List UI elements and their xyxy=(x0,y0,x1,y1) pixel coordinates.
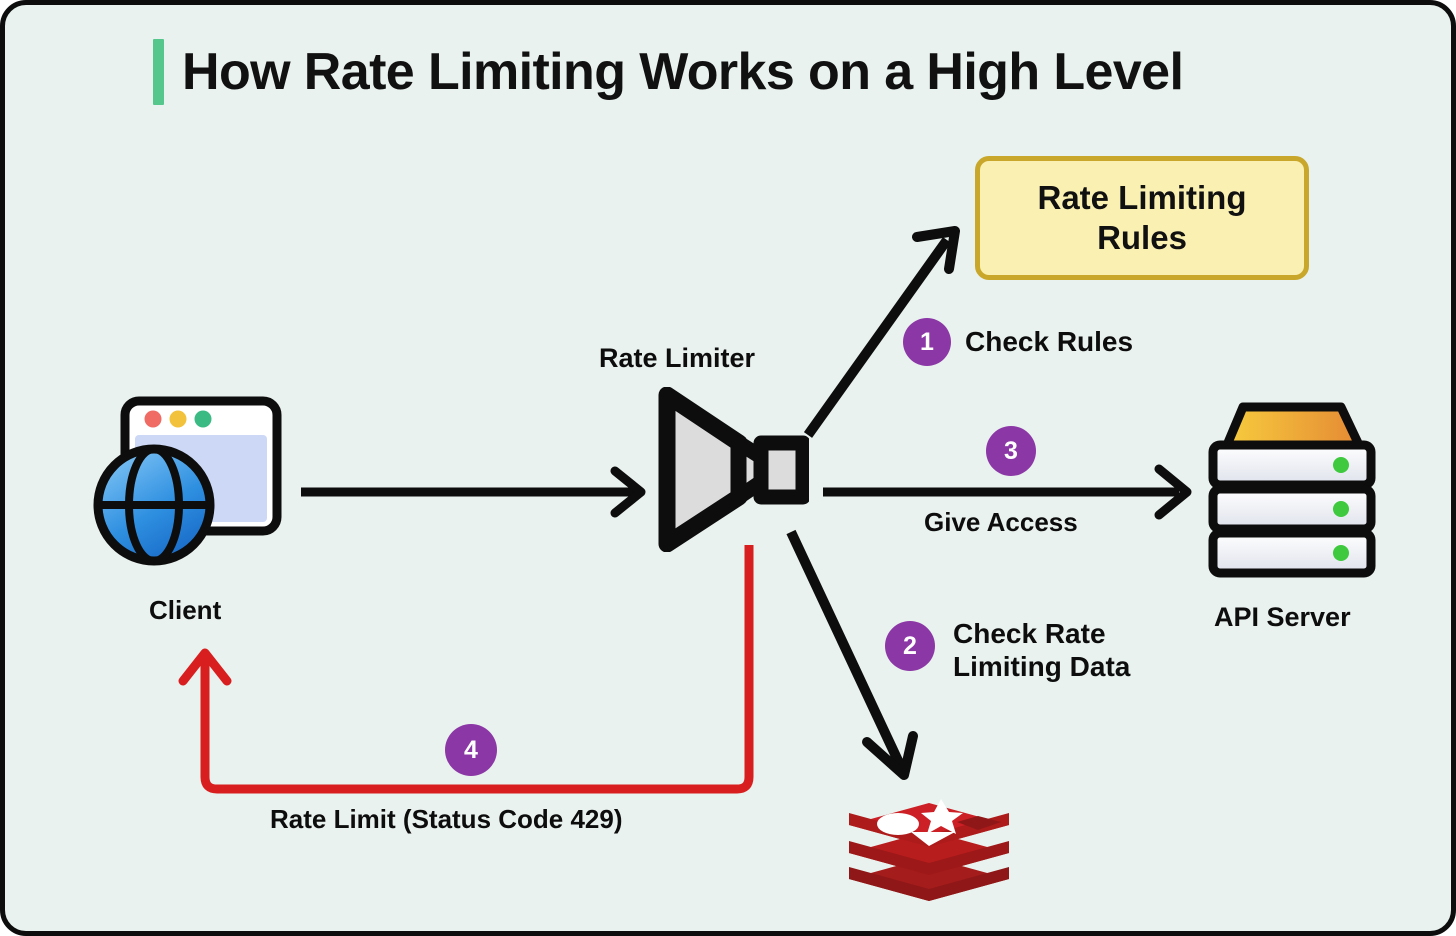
step-badge-2: 2 xyxy=(885,621,935,671)
rate-limiting-rules-box[interactable]: Rate Limiting Rules xyxy=(975,156,1309,280)
rate-limiter-node[interactable] xyxy=(657,386,811,553)
redis-logo-icon xyxy=(849,799,1009,901)
browser-window-globe-icon xyxy=(93,396,282,566)
title-accent-bar xyxy=(153,39,164,105)
step-badge-1: 1 xyxy=(903,318,951,366)
server-rack-icon xyxy=(1208,402,1376,578)
funnel-filter-icon xyxy=(658,386,811,553)
api-server-label: API Server xyxy=(1214,602,1351,632)
step-label-1: Check Rules xyxy=(965,326,1134,357)
redis-node[interactable] xyxy=(845,787,1013,903)
client-label: Client xyxy=(149,595,222,625)
step-badge-3: 3 xyxy=(986,426,1036,476)
api-server-node[interactable] xyxy=(1201,397,1381,579)
page-title: How Rate Limiting Works on a High Level xyxy=(153,39,1184,105)
step-label-2: Check Rate Limiting Data xyxy=(953,618,1131,683)
rate-limiter-label: Rate Limiter xyxy=(599,343,756,373)
step-label-3: Give Access xyxy=(924,507,1078,537)
rate-limiting-rules-label: Rate Limiting Rules xyxy=(1037,178,1247,256)
step-label-4: Rate Limit (Status Code 429) xyxy=(270,804,623,834)
arrow-client-to-limiter xyxy=(301,466,646,518)
title-text: How Rate Limiting Works on a High Level xyxy=(182,43,1184,101)
client-node[interactable] xyxy=(91,395,297,575)
step-badge-4: 4 xyxy=(445,724,497,776)
